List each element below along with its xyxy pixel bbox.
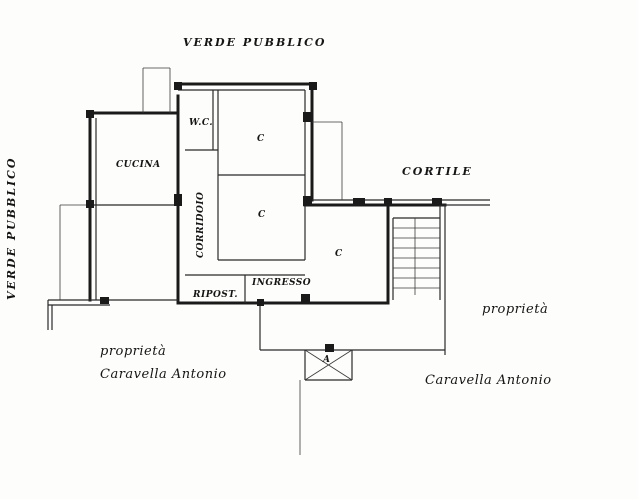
room-3-label: C — [335, 249, 343, 259]
wc-label: W.C. — [189, 118, 213, 128]
room-2-label: C — [258, 210, 266, 220]
entrance-label: INGRESSO — [252, 278, 312, 288]
stair-mark-label: A — [323, 355, 331, 365]
stairwell — [392, 205, 446, 355]
courtyard-label: CORTILE — [402, 165, 473, 178]
main-walls — [176, 82, 490, 305]
owner-right-name: Caravella Antonio — [425, 373, 552, 388]
owner-right-label: proprietà — [482, 302, 549, 317]
storage-label: RIPOST. — [193, 290, 238, 300]
wall-columns — [86, 82, 442, 352]
room-1-label: C — [257, 134, 265, 144]
landing — [259, 303, 445, 455]
owner-left-name: Caravella Antonio — [100, 367, 227, 382]
corridor-label: CORRIDOIO — [196, 191, 206, 258]
balcony — [47, 299, 178, 330]
owner-left-label: proprietà — [100, 344, 167, 359]
kitchen-label: CUCINA — [116, 160, 161, 170]
kitchen-walls — [59, 67, 180, 302]
left-green-area-label: VERDE PUBBLICO — [5, 156, 18, 301]
top-green-area-label: VERDE PUBBLICO — [183, 36, 327, 49]
